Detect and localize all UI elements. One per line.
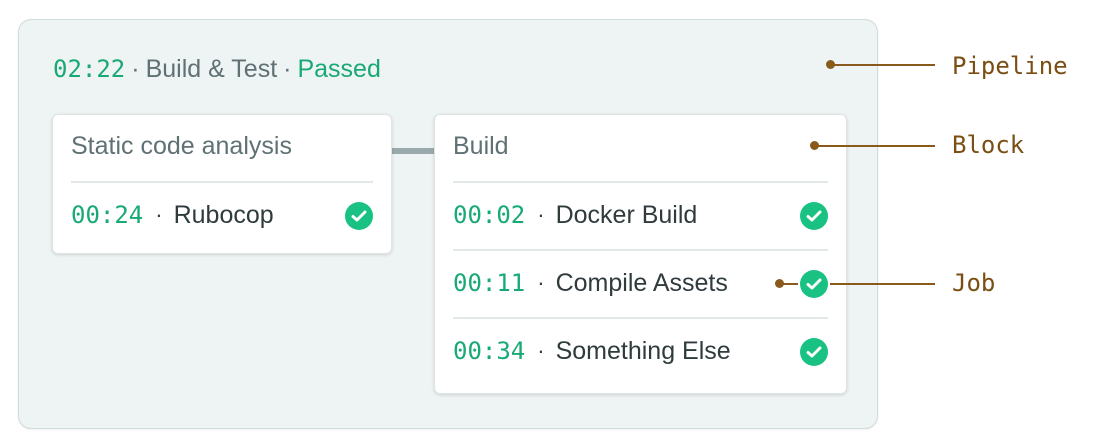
annotation-line-job-left [780, 283, 798, 285]
job-name[interactable]: Something Else [555, 336, 731, 365]
job-name[interactable]: Compile Assets [555, 268, 728, 297]
job-separator: · [537, 338, 545, 363]
pipeline-name[interactable]: Build & Test [145, 54, 278, 83]
block-title: Static code analysis [71, 132, 292, 160]
job-docker-build[interactable]: 00:02 · Docker Build [453, 195, 828, 235]
check-circle-icon [800, 270, 828, 298]
annotation-line-block [815, 145, 935, 147]
check-circle-icon [800, 338, 828, 366]
pipeline-header: 02:22 · Build & Test · Passed [53, 51, 381, 87]
annotation-line-pipeline [831, 64, 935, 66]
block-build: Build 00:02 · Docker Build 00:11 · Compi… [434, 114, 847, 394]
job-separator: · [537, 202, 545, 227]
block-connector [392, 148, 434, 154]
job-name[interactable]: Rubocop [173, 200, 274, 229]
pipeline-header-separator: · [131, 54, 140, 83]
job-divider [453, 249, 828, 251]
block-divider [71, 181, 373, 183]
annotation-pointer-dot [826, 60, 835, 69]
block-title: Build [453, 132, 509, 160]
job-compile-assets[interactable]: 00:11 · Compile Assets [453, 263, 828, 303]
annotation-pointer-dot [775, 279, 784, 288]
check-circle-icon [800, 202, 828, 230]
block-divider [453, 181, 828, 183]
annotation-pointer-dot [810, 141, 819, 150]
job-duration: 00:34 [453, 337, 526, 365]
annotation-line-job [830, 283, 935, 285]
annotation-label-job: Job [952, 269, 996, 297]
pipeline-duration: 02:22 [53, 55, 126, 83]
annotation-label-pipeline: Pipeline [952, 52, 1068, 80]
pipeline-status: Passed [297, 54, 381, 83]
job-separator: · [155, 202, 163, 227]
block-static-code-analysis: Static code analysis 00:24 · Rubocop [52, 114, 392, 254]
job-duration: 00:24 [71, 201, 144, 229]
job-something-else[interactable]: 00:34 · Something Else [453, 331, 828, 371]
job-divider [453, 317, 828, 319]
check-circle-icon [345, 202, 373, 230]
job-duration: 00:11 [453, 269, 526, 297]
job-duration: 00:02 [453, 201, 526, 229]
job-separator: · [537, 270, 545, 295]
job-rubocop[interactable]: 00:24 · Rubocop [71, 195, 373, 235]
annotation-label-block: Block [952, 131, 1025, 159]
job-name[interactable]: Docker Build [555, 200, 698, 229]
pipeline-header-separator: · [283, 54, 292, 83]
